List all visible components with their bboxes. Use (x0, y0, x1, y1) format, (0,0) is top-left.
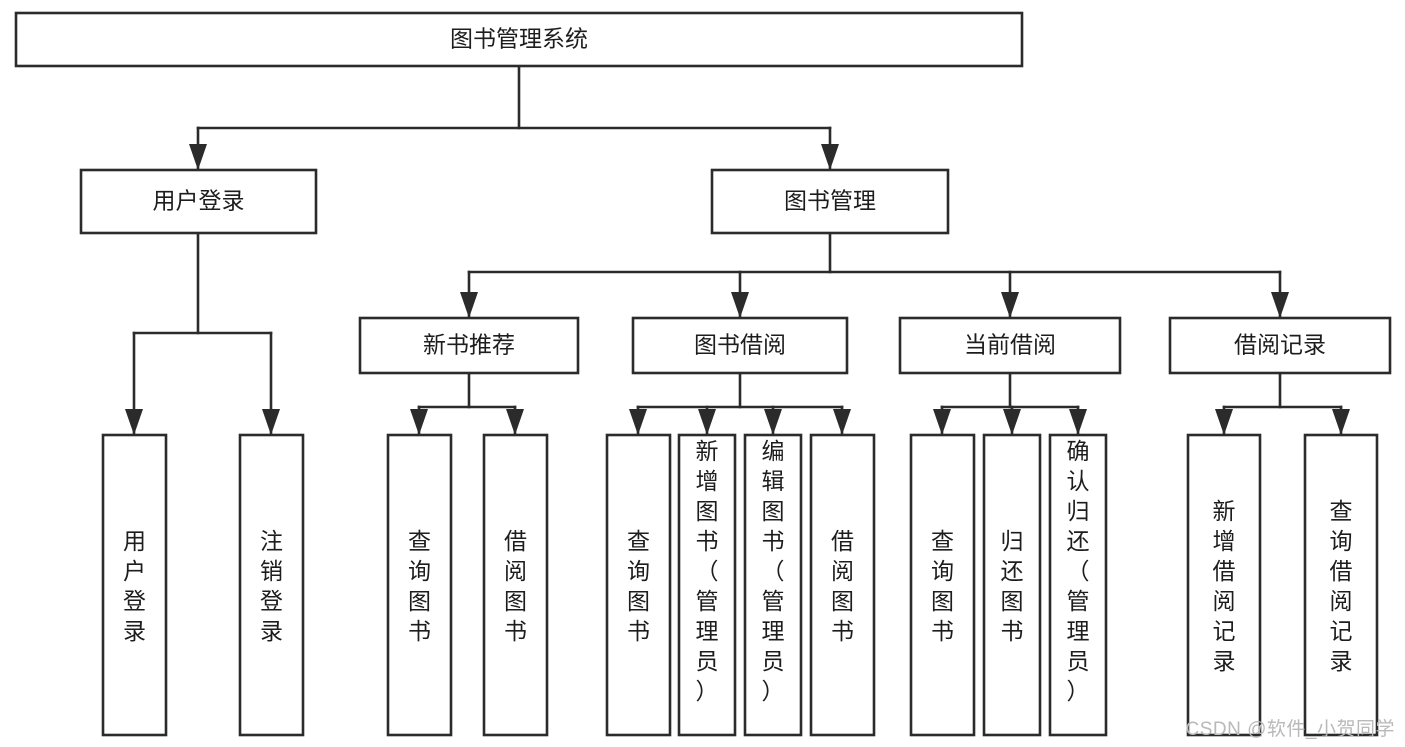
node-new-book-recommend-label: 新书推荐 (423, 332, 515, 358)
arrow-head-icon (821, 144, 839, 170)
arrow-head-icon (629, 409, 647, 435)
arrow-head-icon (189, 144, 207, 170)
node-book-management[interactable]: 图书管理 (710, 168, 950, 235)
node-leaf-borrow-book-2-label: 借阅图书 (831, 528, 854, 644)
node-user-login-box[interactable] (79, 168, 318, 235)
node-leaf-query-book-3[interactable]: 查询图书 (909, 433, 976, 737)
node-borrow-record-label: 借阅记录 (1234, 332, 1326, 358)
csdn-watermark: CSDN @软件_小贺同学 (1185, 719, 1395, 740)
node-book-borrow-label: 图书借阅 (694, 332, 786, 358)
arrow-head-icon (1332, 409, 1350, 435)
node-borrow-record-box[interactable] (1168, 316, 1392, 375)
node-leaf-add-book-box[interactable] (677, 433, 737, 737)
node-leaf-borrow-book-2[interactable]: 借阅图书 (809, 433, 876, 737)
node-leaf-add-record[interactable]: 新增借阅记录 (1186, 433, 1262, 737)
arrow-head-icon (833, 409, 851, 435)
arrow-head-icon (506, 409, 524, 435)
arrow-head-icon (933, 409, 951, 435)
node-leaf-query-record[interactable]: 查询借阅记录 (1303, 433, 1379, 737)
node-leaf-add-book-label: 新增图书（管理员） (696, 438, 719, 704)
arrow-head-icon (698, 409, 716, 435)
node-root-box[interactable] (14, 11, 1024, 68)
connector-layer (125, 64, 1350, 435)
node-leaf-edit-book[interactable]: 编辑图书（管理员） (743, 433, 803, 737)
node-leaf-borrow-book-2-box[interactable] (809, 433, 876, 737)
node-leaf-return-book-box[interactable] (982, 433, 1042, 737)
node-leaf-query-book-2-box[interactable] (605, 433, 672, 737)
node-leaf-query-book-3-label: 查询图书 (931, 528, 954, 644)
node-leaf-query-record-label: 查询借阅记录 (1330, 498, 1353, 674)
node-user-login[interactable]: 用户登录 (79, 168, 318, 235)
node-root-label: 图书管理系统 (450, 26, 588, 52)
node-current-borrow-label: 当前借阅 (964, 332, 1056, 358)
node-new-book-recommend-box[interactable] (358, 316, 580, 375)
node-leaf-query-record-box[interactable] (1303, 433, 1379, 737)
arrow-head-icon (764, 409, 782, 435)
node-leaf-user-login[interactable]: 用户登录 (101, 433, 168, 737)
node-leaf-add-book[interactable]: 新增图书（管理员） (677, 433, 737, 737)
node-leaf-user-login-box[interactable] (101, 433, 168, 737)
node-leaf-query-book-3-box[interactable] (909, 433, 976, 737)
node-leaf-logout-label: 注销登录 (260, 528, 283, 644)
node-leaf-confirm-return-label: 确认归还（管理员） (1067, 438, 1090, 704)
node-leaf-query-book-1-box[interactable] (386, 433, 453, 737)
arrow-head-icon (1271, 292, 1289, 318)
node-leaf-add-record-box[interactable] (1186, 433, 1262, 737)
node-book-management-box[interactable] (710, 168, 950, 235)
node-leaf-return-book[interactable]: 归还图书 (982, 433, 1042, 737)
node-user-login-label: 用户登录 (153, 188, 245, 214)
node-leaf-query-book-2[interactable]: 查询图书 (605, 433, 672, 737)
node-leaf-add-record-label: 新增借阅记录 (1213, 498, 1236, 674)
arrow-head-icon (125, 409, 143, 435)
node-leaf-confirm-return-box[interactable] (1048, 433, 1108, 737)
arrow-head-icon (1001, 292, 1019, 318)
node-book-borrow-box[interactable] (631, 316, 849, 375)
node-leaf-logout-box[interactable] (238, 433, 305, 737)
node-leaf-borrow-book-1[interactable]: 借阅图书 (482, 433, 549, 737)
arrow-head-icon (1003, 409, 1021, 435)
node-leaf-return-book-label: 归还图书 (1001, 528, 1024, 644)
node-leaf-user-login-label: 用户登录 (123, 528, 146, 644)
arrow-head-icon (1215, 409, 1233, 435)
node-leaf-edit-book-box[interactable] (743, 433, 803, 737)
node-leaf-query-book-1-label: 查询图书 (408, 528, 431, 644)
node-leaf-borrow-book-1-box[interactable] (482, 433, 549, 737)
node-leaf-query-book-2-label: 查询图书 (627, 528, 650, 644)
node-new-book-recommend[interactable]: 新书推荐 (358, 316, 580, 375)
node-layer: 图书管理系统用户登录图书管理新书推荐图书借阅当前借阅借阅记录用户登录注销登录查询… (14, 11, 1392, 737)
node-borrow-record[interactable]: 借阅记录 (1168, 316, 1392, 375)
arrow-head-icon (1069, 409, 1087, 435)
arrow-head-icon (731, 292, 749, 318)
node-book-management-label: 图书管理 (784, 188, 876, 214)
node-leaf-confirm-return[interactable]: 确认归还（管理员） (1048, 433, 1108, 737)
node-leaf-borrow-book-1-label: 借阅图书 (504, 528, 527, 644)
node-current-borrow[interactable]: 当前借阅 (898, 316, 1122, 375)
arrow-head-icon (410, 409, 428, 435)
node-leaf-edit-book-label: 编辑图书（管理员） (762, 438, 785, 704)
node-current-borrow-box[interactable] (898, 316, 1122, 375)
node-leaf-logout[interactable]: 注销登录 (238, 433, 305, 737)
node-book-borrow[interactable]: 图书借阅 (631, 316, 849, 375)
arrow-head-icon (262, 409, 280, 435)
arrow-head-icon (460, 292, 478, 318)
node-leaf-query-book-1[interactable]: 查询图书 (386, 433, 453, 737)
node-root[interactable]: 图书管理系统 (14, 11, 1024, 68)
